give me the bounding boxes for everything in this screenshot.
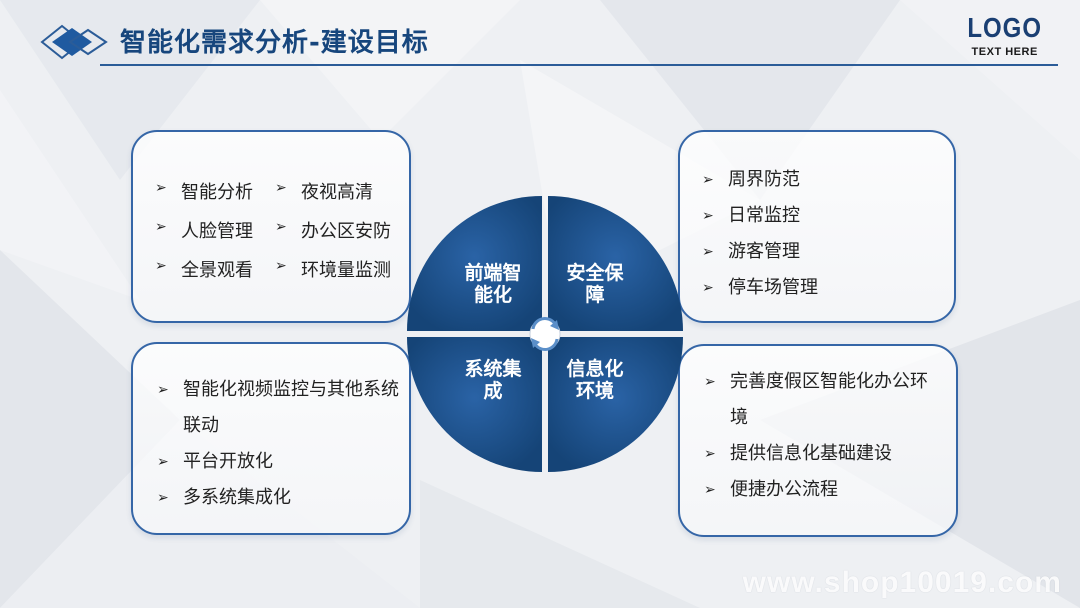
- arrow-right-icon: ➢: [702, 244, 714, 260]
- quadrant-top-left: [407, 196, 542, 331]
- feature-grid: ➢智能分析 ➢夜视高清 ➢人脸管理 ➢办公区安防 ➢全景观看 ➢环境量监测: [155, 178, 405, 282]
- integration-list: ➢智能化视频监控与其他系统联动 ➢平台开放化 ➢多系统集成化: [157, 372, 403, 516]
- list-item: ➢周界防范: [702, 162, 818, 198]
- page-title: 智能化需求分析-建设目标: [120, 28, 429, 58]
- diamond-icon: [40, 24, 108, 60]
- logo-mark: LOGO: [967, 12, 1042, 44]
- list-item: ➢环境量监测: [275, 258, 391, 281]
- panel-frontend-intelligence: ➢智能分析 ➢夜视高清 ➢人脸管理 ➢办公区安防 ➢全景观看 ➢环境量监测: [131, 130, 411, 323]
- arrow-right-icon: ➢: [702, 172, 714, 188]
- quadrant-label-security: 安全保 障: [566, 262, 624, 306]
- arrow-right-icon: ➢: [702, 208, 714, 224]
- list-item: ➢智能化视频监控与其他系统联动: [157, 372, 403, 444]
- list-item: ➢便捷办公流程: [704, 472, 930, 508]
- list-item: ➢全景观看: [155, 258, 253, 281]
- quadrant-label-integration: 系统集 成: [464, 358, 522, 402]
- list-item: ➢多系统集成化: [157, 480, 403, 516]
- panel-system-integration: ➢智能化视频监控与其他系统联动 ➢平台开放化 ➢多系统集成化: [131, 342, 411, 535]
- list-item: ➢游客管理: [702, 234, 818, 270]
- list-item: ➢完善度假区智能化办公环境: [704, 364, 930, 436]
- arrow-right-icon: ➢: [275, 180, 287, 196]
- quadrant-bottom-left: [407, 337, 542, 472]
- quadrant-top-right: [548, 196, 683, 331]
- arrow-right-icon: ➢: [275, 219, 287, 235]
- information-list: ➢完善度假区智能化办公环境 ➢提供信息化基础建设 ➢便捷办公流程: [704, 364, 930, 508]
- list-item: ➢夜视高清: [275, 180, 373, 203]
- security-list: ➢周界防范 ➢日常监控 ➢游客管理 ➢停车场管理: [702, 162, 818, 306]
- list-item: ➢人脸管理: [155, 219, 253, 242]
- arrow-right-icon: ➢: [275, 258, 287, 274]
- watermark: www.shop10019.com: [742, 566, 1062, 599]
- cycle-arrows-icon: [529, 317, 561, 351]
- quadrant-bottom-right: [548, 337, 683, 472]
- arrow-right-icon: ➢: [157, 490, 169, 506]
- arrow-right-icon: ➢: [702, 280, 714, 296]
- arrow-right-icon: ➢: [704, 482, 716, 498]
- panel-information-environment: ➢完善度假区智能化办公环境 ➢提供信息化基础建设 ➢便捷办公流程: [678, 344, 958, 537]
- list-item: ➢提供信息化基础建设: [704, 436, 930, 472]
- logo: LOGO TEXT HERE: [967, 12, 1042, 58]
- quadrant-label-frontend: 前端智 能化: [464, 262, 522, 306]
- arrow-right-icon: ➢: [155, 219, 167, 235]
- arrow-right-icon: ➢: [157, 454, 169, 470]
- header-divider: [100, 64, 1058, 66]
- goal-quadrant-circle: [407, 196, 683, 472]
- logo-subtitle: TEXT HERE: [971, 46, 1038, 58]
- arrow-right-icon: ➢: [157, 382, 169, 398]
- arrow-right-icon: ➢: [704, 374, 716, 390]
- list-item: ➢平台开放化: [157, 444, 403, 480]
- arrow-right-icon: ➢: [704, 446, 716, 462]
- quadrant-label-information: 信息化 环境: [566, 358, 624, 402]
- arrow-right-icon: ➢: [155, 180, 167, 196]
- arrow-right-icon: ➢: [155, 258, 167, 274]
- list-item: ➢停车场管理: [702, 270, 818, 306]
- list-item: ➢智能分析: [155, 180, 253, 203]
- list-item: ➢日常监控: [702, 198, 818, 234]
- list-item: ➢办公区安防: [275, 219, 391, 242]
- panel-security: ➢周界防范 ➢日常监控 ➢游客管理 ➢停车场管理: [678, 130, 956, 323]
